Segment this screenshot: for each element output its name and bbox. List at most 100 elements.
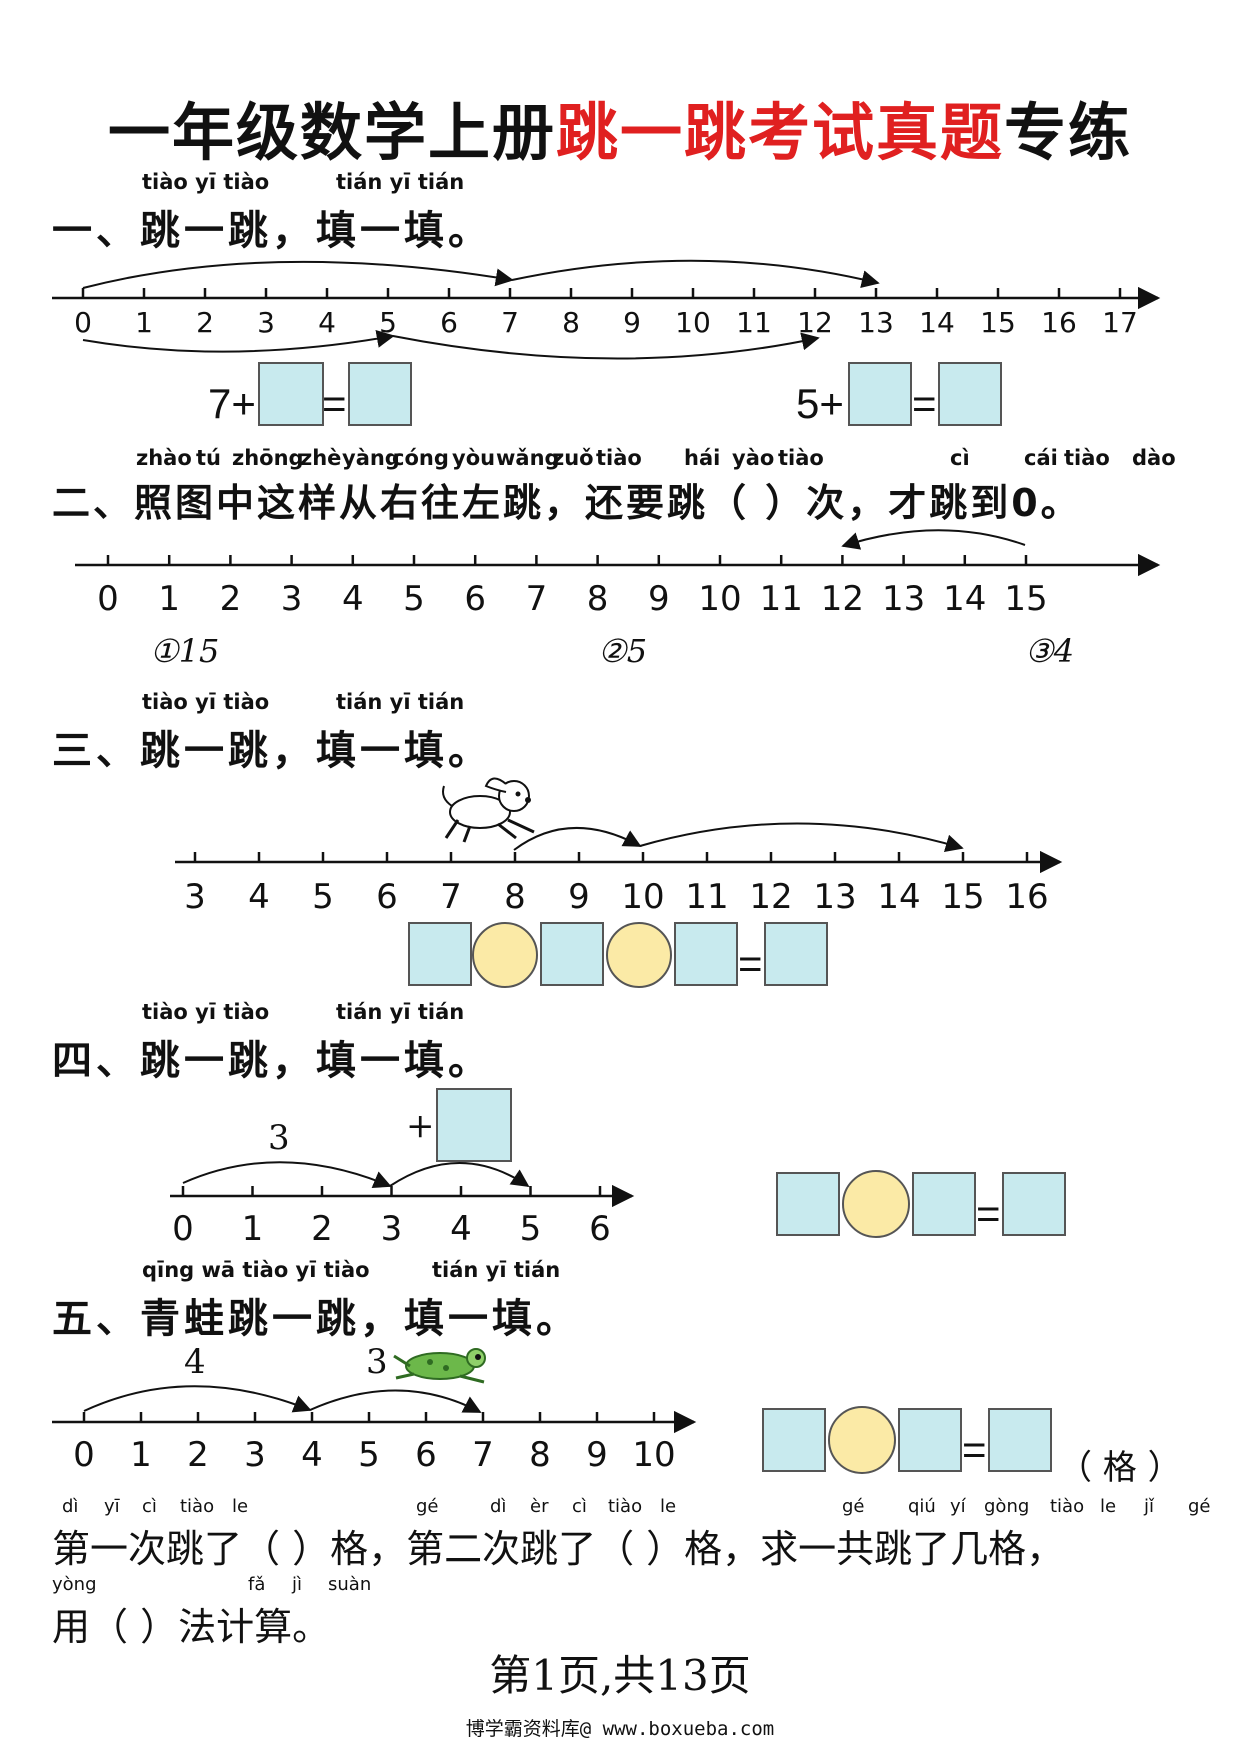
s4-box-2[interactable]: [912, 1172, 976, 1236]
s2-pinyin-9: tiào: [596, 446, 642, 470]
s5-circle[interactable]: [828, 1406, 896, 1474]
s3-jump-10-15: [639, 822, 964, 853]
s2-label-15: 15: [1004, 579, 1047, 619]
s5-line1-pinyin-3: tiào: [180, 1496, 215, 1517]
s4-label-2: 2: [311, 1209, 333, 1249]
s3-circle-2[interactable]: [606, 922, 672, 988]
s4-label-1: 1: [242, 1209, 264, 1249]
s1-eq-right-label: 5+: [796, 380, 844, 427]
s5-label-3: 3: [244, 1435, 266, 1475]
s2-pinyin-16: dào: [1132, 446, 1176, 470]
s4-ticks: 0 1 2 3 4 5 6: [172, 1186, 611, 1249]
s3-pinyin-a: tiào yī tiào: [142, 690, 270, 714]
s2-pinyin-7: wǎng: [496, 446, 560, 470]
s2-label-14: 14: [943, 579, 986, 619]
s5-label-6: 6: [415, 1435, 437, 1475]
s1-label-16: 16: [1041, 306, 1077, 339]
s3-box-2[interactable]: [540, 922, 604, 986]
s4-jump-box[interactable]: [436, 1088, 512, 1162]
s5-jump-label-2: 3: [366, 1342, 388, 1382]
s2-option-3[interactable]: ③4: [1025, 632, 1075, 670]
s1-label-0: 0: [74, 306, 92, 339]
s5-line1-pinyin-17: jǐ: [1144, 1496, 1155, 1517]
page-title: 一年级数学上册跳一跳考试真题专练: [0, 82, 1240, 172]
s3-label-10: 10: [621, 877, 664, 917]
s5-line1-pinyin-0: dì: [62, 1496, 79, 1517]
s2-option-2[interactable]: ②5: [598, 632, 648, 670]
s4-heading: 四、跳一跳，填一填。: [52, 1038, 492, 1084]
s2-pinyin-1: tú: [196, 446, 221, 470]
s5-label-9: 9: [586, 1435, 608, 1475]
s5-box-1[interactable]: [762, 1408, 826, 1472]
s4-plus: +: [406, 1106, 435, 1146]
s5-line2-pinyin-3: suàn: [328, 1574, 372, 1595]
s1-answer-box-4[interactable]: [938, 362, 1002, 426]
s5-box-2[interactable]: [898, 1408, 962, 1472]
s1-answer-box-1[interactable]: [258, 362, 324, 426]
s5-equals: =: [962, 1426, 987, 1473]
s2-label-8: 8: [587, 579, 609, 619]
s2-pinyin-12: tiào: [778, 446, 824, 470]
s1-answer-box-2[interactable]: [348, 362, 412, 426]
s1-eq-left-label: 7+: [208, 380, 256, 427]
s5-line1-pinyin-7: èr: [530, 1496, 549, 1517]
s2-pinyin-13: cì: [950, 446, 970, 470]
s4-label-3: 3: [381, 1209, 403, 1249]
s3-heading: 三、跳一跳，填一填。: [52, 728, 492, 774]
s2-option-1[interactable]: ①15: [150, 632, 220, 670]
s5-line2-text: 用（ ）法计算。: [52, 1605, 331, 1649]
s5-heading: 五、青蛙跳一跳，填一填。: [52, 1296, 580, 1342]
s2-pinyin-4: yàng: [342, 446, 400, 470]
s5-line1-pinyin-2: cì: [142, 1496, 157, 1517]
s2-label-3: 3: [281, 579, 303, 619]
s2-label-7: 7: [526, 579, 548, 619]
s2-pinyin-15: tiào: [1064, 446, 1110, 470]
s3-box-3[interactable]: [674, 922, 738, 986]
s1-label-11: 11: [736, 306, 772, 339]
s4-label-0: 0: [172, 1209, 194, 1249]
s1-label-8: 8: [562, 306, 580, 339]
s5-box-3[interactable]: [988, 1408, 1052, 1472]
s2-label-5: 5: [403, 579, 425, 619]
s2-pinyin-14: cái: [1024, 446, 1058, 470]
s3-label-12: 12: [749, 877, 792, 917]
s5-line1-text: 第一次跳了（ ）格，第二次跳了（ ）格，求一共跳了几格，: [52, 1527, 1065, 1571]
s3-label-7: 7: [440, 877, 462, 917]
s1-pinyin-a: tiào yī tiào: [142, 170, 270, 194]
s3-box-1[interactable]: [408, 922, 472, 986]
s4-circle[interactable]: [842, 1170, 910, 1238]
s5-line1-pinyin-1: yī: [104, 1496, 120, 1517]
title-part-1: 一年级数学上册: [107, 96, 556, 169]
s1-equals-2: =: [912, 380, 937, 427]
s2-pinyin-8: zuǒ: [552, 446, 594, 470]
s5-pinyin-b: tián yī tián: [432, 1258, 561, 1282]
s2-label-9: 9: [648, 579, 670, 619]
s1-answer-box-3[interactable]: [848, 362, 912, 426]
s3-label-3: 3: [184, 877, 206, 917]
s1-jump-0-7: [82, 260, 514, 289]
s4-box-3[interactable]: [1002, 1172, 1066, 1236]
s5-line1-pinyin-18: gé: [1188, 1496, 1211, 1517]
s3-equals: =: [738, 940, 763, 987]
s3-box-4[interactable]: [764, 922, 828, 986]
s3-circle-1[interactable]: [472, 922, 538, 988]
s3-label-5: 5: [312, 877, 334, 917]
s4-label-5: 5: [520, 1209, 542, 1249]
s3-label-6: 6: [376, 877, 398, 917]
s2-label-1: 1: [158, 579, 180, 619]
s5-label-0: 0: [73, 1435, 95, 1475]
s5-jump-label-1: 4: [184, 1342, 206, 1382]
s3-label-14: 14: [877, 877, 920, 917]
s4-jump-label: 3: [268, 1118, 290, 1158]
s2-pinyin-2: zhōng: [232, 446, 304, 470]
s5-line2-pinyin-0: yòng: [52, 1574, 97, 1595]
s4-pinyin-a: tiào yī tiào: [142, 1000, 270, 1024]
s4-label-6: 6: [589, 1209, 611, 1249]
s1-jump-7-13: [511, 259, 880, 288]
frog-icon: [393, 1348, 486, 1384]
s4-label-4: 4: [450, 1209, 472, 1249]
s4-box-1[interactable]: [776, 1172, 840, 1236]
